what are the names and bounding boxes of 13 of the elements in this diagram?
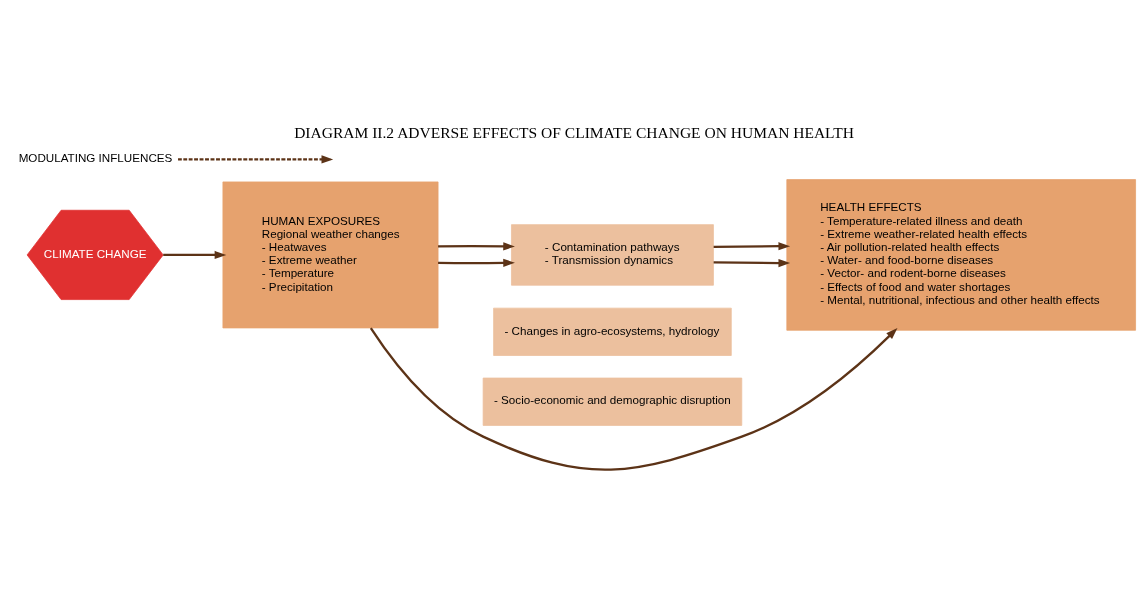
- node-box: HUMAN EXPOSURES Regional weather changes - Heatwaves - Extreme weather - Temperature - Precipitation: [222, 181, 439, 328]
- node-box: - Socio-economic and demographic disruption: [482, 377, 743, 426]
- arrow: [713, 241, 791, 250]
- diagram-title: DIAGRAM II.2 ADVERSE EFFECTS OF CLIMATE CHANGE ON HUMAN HEALTH: [294, 123, 854, 141]
- node-box: - Contamination pathways - Transmission dynamics: [511, 223, 714, 286]
- node-text: MODULATING INFLUENCES: [18, 150, 173, 164]
- arrow: [713, 258, 791, 267]
- arrow: [369, 327, 898, 471]
- arrow: [438, 258, 515, 267]
- arrow: [163, 250, 227, 259]
- node-box: - Changes in agro-ecosystems, hydrology: [493, 307, 732, 356]
- node-box: HEALTH EFFECTS - Temperature-related illness and death - Extreme weather-related health effects - Air pollution-related health effects - Water- and food-borne diseases - Vector- and rodent-borne diseases - Effects of food and water shortages - Mental, nutritional, infectious and other health effects: [786, 178, 1136, 331]
- arrow: [438, 241, 515, 250]
